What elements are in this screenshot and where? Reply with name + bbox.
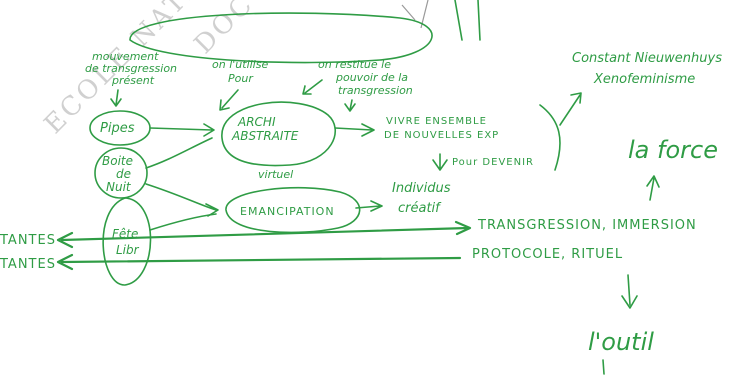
label-tantes-1: TANTES — [0, 233, 56, 248]
top-ellipse — [129, 12, 433, 64]
arrow-up-to-force — [646, 175, 660, 201]
label-outil: l'outil — [588, 328, 654, 356]
node-boite-label-1: Boite — [102, 154, 133, 168]
label-individus-2: créatif — [398, 201, 442, 216]
label-vivre-2: DE NOUVELLES EXP — [384, 130, 499, 141]
arrow-restitue-down — [344, 99, 356, 112]
node-emancipation-label: EMANCIPATION — [240, 205, 335, 218]
arrow-boite-emancipation — [145, 183, 219, 217]
arrow-transgression-line — [56, 220, 472, 249]
arrow-to-restitue — [302, 79, 323, 95]
arrow-down-to-outil — [621, 274, 638, 309]
arrow-fete-emancipation — [149, 213, 217, 231]
node-boite-label-3: Nuit — [106, 180, 132, 194]
label-mouvement-2: de transgression — [85, 62, 177, 75]
arrow-boite-archi — [145, 137, 213, 169]
arrow-to-references — [559, 92, 582, 126]
label-on-lutilise-2: Pour — [228, 72, 254, 85]
label-la-force: la force — [628, 136, 718, 164]
watermark-line-2: DOC — [189, 0, 260, 60]
arrow-emancipation-individus — [355, 200, 383, 212]
node-emancipation-outline — [225, 186, 361, 234]
label-pour-devenir: Pour DEVENIR — [452, 157, 534, 168]
node-pipes-label: Pipes — [100, 121, 135, 136]
arrow-archi-vivre — [334, 123, 375, 137]
label-protocole-rituel: PROTOCOLE, RITUEL — [472, 247, 623, 262]
label-tantes-2: TANTES — [0, 257, 56, 272]
label-on-restitue-2: pouvoir de la — [335, 71, 408, 84]
arrow-mouvement — [110, 89, 122, 107]
label-transgression-immersion: TRANSGRESSION, IMMERSION — [477, 218, 697, 233]
label-mouvement-1: mouvement — [92, 50, 159, 63]
node-archi-label-1: ARCHI — [237, 115, 276, 129]
node-boite-label-2: de — [116, 167, 131, 181]
label-vivre-1: VIVRE ENSEMBLE — [386, 116, 487, 127]
label-on-lutilise-1: on l'utilise — [212, 58, 268, 71]
outil-tick — [602, 359, 605, 375]
arrow-pipes-archi — [149, 123, 215, 137]
label-mouvement-3: présent — [111, 74, 155, 87]
label-xenofeminisme: Xenofeminisme — [593, 72, 695, 87]
node-archi-outline — [221, 101, 337, 167]
node-boite-outline — [94, 147, 148, 199]
label-individus-1: Individus — [392, 181, 451, 196]
arrow-on-lutilise — [219, 89, 239, 111]
node-fete-label-2: Libr — [116, 243, 140, 257]
node-fete-outline — [102, 197, 152, 286]
bracket-right — [539, 104, 561, 171]
label-on-restitue-1: on restitue le — [318, 58, 391, 71]
label-on-restitue-3: transgression — [338, 84, 413, 97]
node-archi-label-2: ABSTRAITE — [231, 129, 299, 143]
arrow-protocole-line — [56, 253, 462, 271]
label-virtuel: virtuel — [258, 168, 293, 181]
arrow-vivre-down — [432, 153, 448, 171]
label-constant: Constant Nieuwenhuys — [572, 51, 722, 66]
